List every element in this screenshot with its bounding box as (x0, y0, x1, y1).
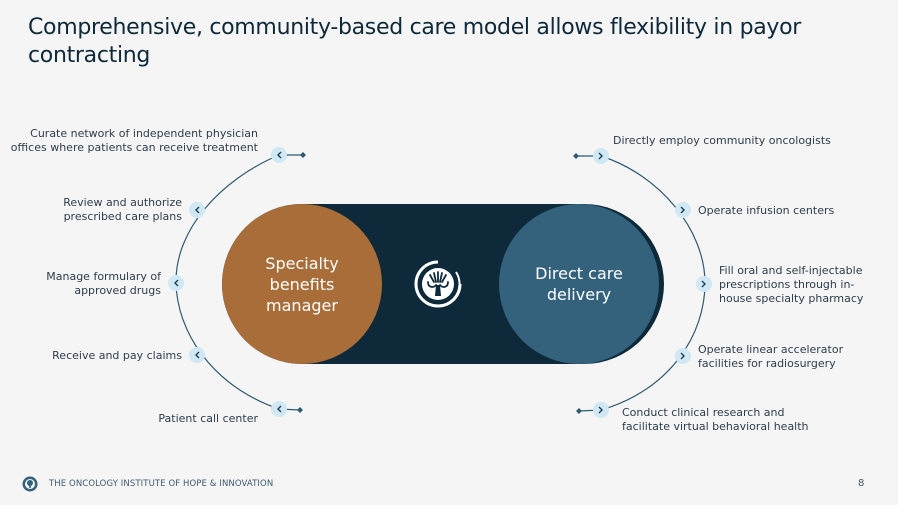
right-item-1: Directly employ community oncologists (613, 134, 831, 147)
left-node-5 (271, 401, 287, 417)
left-arc-bottom-end-icon (297, 407, 303, 413)
left-node-3 (168, 275, 184, 291)
chevron-left-icon (195, 351, 200, 359)
left-item-3: Manage formulary of approved drugs (46, 270, 161, 297)
left-item-4: Receive and pay claims (52, 349, 182, 362)
left-node-2 (189, 202, 205, 218)
left-node-4 (189, 347, 205, 363)
chevron-left-icon (174, 279, 179, 287)
chevron-right-icon (598, 152, 603, 160)
right-item-5: Conduct clinical research and facilitate… (622, 406, 809, 433)
right-node-5 (593, 402, 609, 418)
chevron-right-icon (598, 406, 603, 414)
slide-title: Comprehensive, community-based care mode… (28, 15, 802, 68)
footer-organization: THE ONCOLOGY INSTITUTE OF HOPE & INNOVAT… (49, 479, 274, 489)
chevron-left-icon (277, 151, 282, 159)
right-item-4: Operate linear accelerator facilities fo… (698, 343, 844, 370)
right-item-2: Operate infusion centers (698, 204, 835, 217)
footer-logo-icon (22, 476, 38, 492)
left-item-5: Patient call center (158, 412, 258, 425)
left-node-1 (271, 147, 287, 163)
page-number: 8 (858, 478, 865, 489)
right-node-2 (675, 202, 691, 218)
right-node-1 (593, 148, 609, 164)
chevron-right-icon (701, 280, 706, 288)
chevron-right-icon (680, 352, 685, 360)
specialty-benefits-manager-circle: Specialty benefits manager (222, 204, 382, 364)
left-arc-top-end-icon (300, 152, 306, 158)
direct-care-delivery-circle: Direct care delivery (499, 204, 659, 364)
left-item-1: Curate network of independent physician … (10, 127, 258, 154)
right-node-4 (675, 348, 691, 364)
right-item-3: Fill oral and self-injectable prescripti… (719, 264, 864, 305)
right-arc-bottom-end-icon (576, 408, 582, 414)
chevron-right-icon (680, 206, 685, 214)
right-node-3 (696, 276, 712, 292)
left-item-2: Review and authorize prescribed care pla… (63, 196, 182, 223)
right-arc-top-end-icon (573, 153, 579, 159)
tree-logo-icon (414, 260, 462, 308)
chevron-left-icon (195, 206, 200, 214)
chevron-left-icon (277, 405, 282, 413)
